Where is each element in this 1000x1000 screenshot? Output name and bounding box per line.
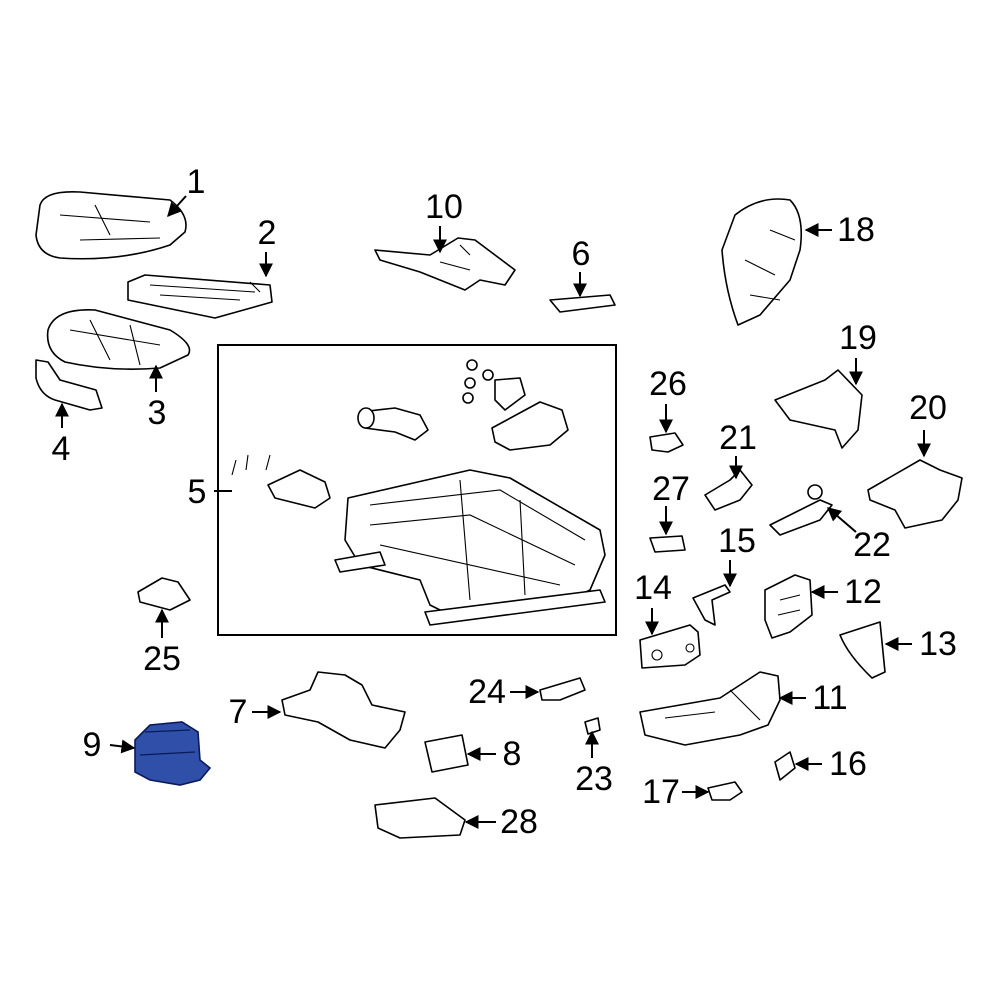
part-1-seat-cover[interactable] — [35, 190, 187, 260]
part-6-rail[interactable] — [549, 294, 616, 313]
callout-22: 22 — [853, 526, 891, 564]
callout-8: 8 — [502, 735, 522, 773]
part-7-bracket[interactable] — [281, 671, 406, 749]
callout-16: 16 — [829, 745, 867, 783]
callout-5: 5 — [187, 473, 207, 511]
part-25-bracket[interactable] — [137, 577, 191, 611]
callout-3: 3 — [147, 394, 167, 432]
callout-25: 25 — [143, 640, 181, 678]
part-24-clip[interactable] — [539, 677, 586, 701]
part-5-frame-assembly[interactable] — [214, 344, 617, 636]
callout-9: 9 — [82, 726, 102, 764]
part-27-clip[interactable] — [649, 535, 686, 553]
callout-1: 1 — [186, 163, 206, 201]
part-18-back-panel[interactable] — [721, 198, 803, 326]
callout-18: 18 — [837, 211, 875, 249]
callout-24: 24 — [468, 673, 506, 711]
part-22-clip[interactable] — [769, 484, 833, 536]
leader-lines — [55, 195, 931, 829]
callout-17: 17 — [642, 773, 680, 811]
callout-10: 10 — [425, 188, 463, 226]
part-26-cap[interactable] — [649, 432, 684, 453]
part-23-nut[interactable] — [584, 717, 601, 735]
part-14-switch-bracket[interactable] — [639, 624, 701, 669]
part-11-side-shield[interactable] — [639, 671, 781, 746]
part-2-heater-pad[interactable] — [127, 274, 273, 319]
callout-2: 2 — [257, 214, 277, 252]
part-16-knob[interactable] — [774, 751, 796, 781]
callout-21: 21 — [719, 419, 757, 457]
part-9-motor-highlighted[interactable] — [134, 721, 212, 786]
callout-13: 13 — [919, 625, 957, 663]
callout-7: 7 — [228, 693, 248, 731]
part-20-bracket[interactable] — [867, 459, 963, 529]
callout-19: 19 — [839, 319, 877, 357]
callout-23: 23 — [575, 760, 613, 798]
part-10-bracket[interactable] — [374, 237, 516, 291]
callout-15: 15 — [718, 522, 756, 560]
callout-20: 20 — [909, 389, 947, 427]
callout-4: 4 — [51, 430, 71, 468]
part-15-bracket[interactable] — [692, 584, 731, 626]
part-3-cushion-pad[interactable] — [46, 309, 191, 370]
callout-11: 11 — [812, 679, 848, 717]
callout-14: 14 — [634, 569, 672, 607]
part-28-module[interactable] — [374, 797, 466, 839]
part-21-clip[interactable] — [704, 469, 753, 511]
part-13-cover[interactable] — [839, 621, 886, 679]
part-4-trim-panel[interactable] — [35, 359, 103, 411]
callout-27: 27 — [652, 470, 690, 508]
part-12-grille[interactable] — [764, 574, 813, 639]
callout-28: 28 — [500, 803, 538, 841]
callout-12: 12 — [844, 573, 882, 611]
callout-6: 6 — [571, 235, 591, 273]
part-19-bracket[interactable] — [774, 369, 863, 449]
part-8-module[interactable] — [424, 734, 469, 773]
part-17-knob[interactable] — [707, 781, 743, 801]
callout-26: 26 — [649, 365, 687, 403]
